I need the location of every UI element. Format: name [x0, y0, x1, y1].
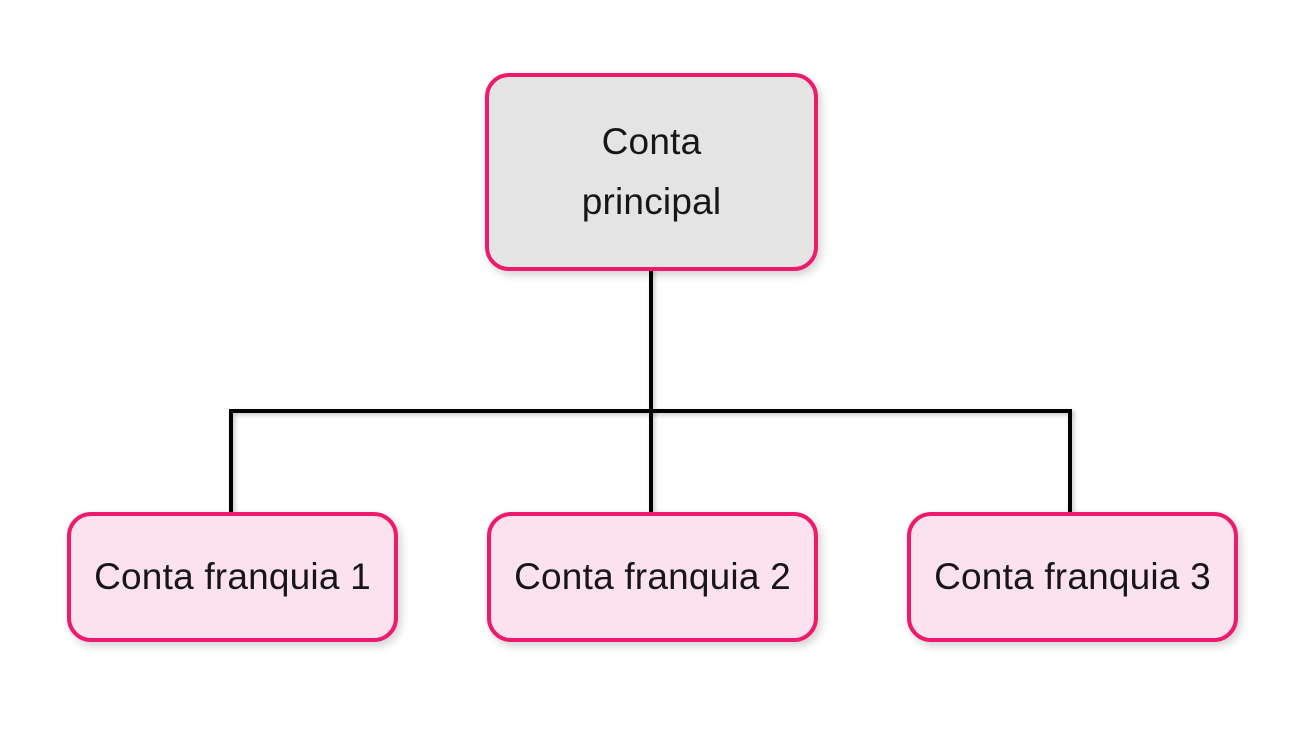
child-node-label: Conta franquia 1	[94, 556, 371, 598]
connector-bus-to-child-1	[229, 411, 233, 514]
child-node-label: Conta franquia 3	[934, 556, 1211, 598]
root-node-conta-principal: Conta principal	[485, 73, 818, 271]
child-node-conta-franquia-2: Conta franquia 2	[487, 512, 818, 642]
child-node-label: Conta franquia 2	[514, 556, 791, 598]
connector-bus-to-child-2	[649, 411, 653, 514]
child-node-conta-franquia-3: Conta franquia 3	[907, 512, 1238, 642]
root-node-label: Conta principal	[581, 121, 722, 222]
connector-bus-to-child-3	[1068, 411, 1072, 514]
child-node-conta-franquia-1: Conta franquia 1	[67, 512, 398, 642]
connector-root-to-bus	[649, 269, 653, 413]
